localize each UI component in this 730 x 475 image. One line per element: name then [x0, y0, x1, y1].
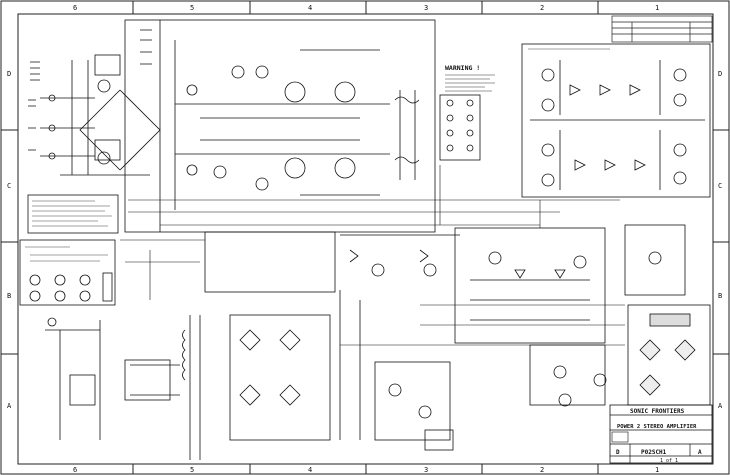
component-pinouts [627, 304, 711, 406]
notes-box [27, 194, 119, 234]
column-label: 3 [424, 466, 428, 474]
column-label: 1 [655, 4, 659, 12]
connector-panel [19, 239, 116, 306]
title-block: SONIC FRONTIERS POWER 2 STEREO AMPLIFIER… [609, 404, 713, 464]
column-label: 6 [73, 466, 77, 474]
company-logo [611, 431, 629, 443]
column-label: 1 [655, 466, 659, 474]
column-label: 2 [540, 466, 544, 474]
row-ticks [1, 129, 729, 355]
column-label: 5 [190, 466, 194, 474]
row-label: C [718, 182, 722, 190]
wiring [120, 165, 625, 346]
company-name: SONIC FRONTIERS [630, 408, 685, 415]
revision-block [611, 15, 713, 43]
input-stage [28, 54, 161, 176]
sheet-size: D [616, 449, 620, 456]
column-label: 4 [308, 466, 312, 474]
row-labels: D C B A D C B A [7, 70, 723, 410]
column-ticks [132, 1, 599, 474]
power-supply [45, 231, 460, 460]
warning-title: WARNING ! [445, 64, 480, 72]
inner-border [17, 13, 714, 465]
column-label: 6 [73, 4, 77, 12]
row-label: C [7, 182, 11, 190]
protection-circuit [521, 43, 711, 198]
revision-letter: A [698, 449, 702, 456]
column-label: 2 [540, 4, 544, 12]
row-label: B [7, 292, 11, 300]
warning-note: WARNING ! [445, 64, 495, 92]
column-labels: 6 5 4 3 2 1 6 5 4 3 2 1 [73, 4, 659, 474]
drawing-title: POWER 2 STEREO AMPLIFIER [617, 424, 697, 430]
column-label: 3 [424, 4, 428, 12]
output-terminals [439, 94, 481, 161]
sheet-number: 1 of 1 [660, 458, 678, 464]
row-label: D [718, 70, 722, 78]
drawing-number: P02SCH1 [641, 449, 667, 456]
row-label: D [7, 70, 11, 78]
row-label: B [718, 292, 722, 300]
column-label: 5 [190, 4, 194, 12]
row-label: A [7, 402, 12, 410]
row-label: A [718, 402, 723, 410]
regulator-section [454, 224, 686, 407]
column-label: 4 [308, 4, 312, 12]
